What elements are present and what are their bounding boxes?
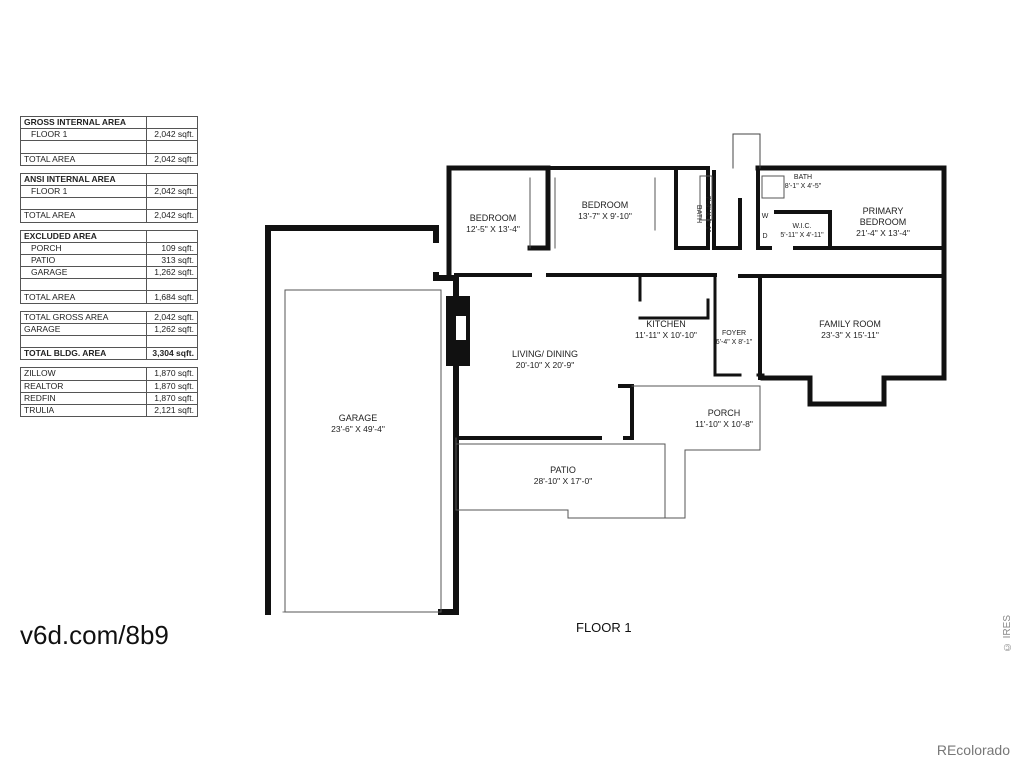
label-dryer: D bbox=[762, 233, 767, 240]
row-label: TOTAL BLDG. AREA bbox=[20, 347, 147, 361]
label-bath-2-dims: 8'-1" X 4'-5" bbox=[785, 183, 822, 190]
row-label: TOTAL AREA bbox=[20, 152, 147, 166]
table-row bbox=[20, 278, 198, 292]
label-bath-1-dims: 7'-3" X 6'-1" bbox=[704, 196, 711, 233]
brand-watermark: REcolorado bbox=[936, 742, 1010, 758]
label-bath-2: BATH bbox=[794, 174, 812, 181]
row-label: TRULIA bbox=[20, 403, 147, 418]
label-primary-2: BEDROOM bbox=[860, 217, 907, 227]
tour-url[interactable]: v6d.com/8b9 bbox=[20, 620, 169, 650]
north-wall-mid bbox=[546, 166, 710, 250]
row-value: 2,042 sqft. bbox=[146, 209, 198, 223]
north-wall-right bbox=[755, 165, 947, 407]
row-value: 1,684 sqft. bbox=[146, 290, 198, 304]
label-primary: PRIMARY bbox=[863, 206, 904, 216]
label-kitchen-dims: 11'-11" X 10'-10" bbox=[635, 330, 697, 340]
row-label: TOTAL AREA bbox=[20, 209, 147, 223]
label-living-dining-dims: 20'-10" X 20'-9" bbox=[516, 360, 574, 370]
label-kitchen: KITCHEN bbox=[646, 319, 686, 329]
label-wic-dims: 5'-11" X 4'-11" bbox=[780, 232, 824, 239]
label-washer: W bbox=[762, 213, 769, 220]
label-bedroom-1: BEDROOM bbox=[470, 213, 517, 223]
walls bbox=[265, 133, 947, 615]
label-bedroom-1-dims: 12'-5" X 13'-4" bbox=[466, 224, 520, 234]
label-porch: PORCH bbox=[708, 408, 741, 418]
garage-slab bbox=[284, 289, 442, 613]
kitchen-walls bbox=[638, 273, 710, 320]
living-south-wall bbox=[454, 384, 634, 440]
label-wic: W.I.C. bbox=[792, 223, 811, 230]
floor-label: FLOOR 1 bbox=[576, 620, 632, 635]
label-patio-dims: 28'-10" X 17'-0" bbox=[534, 476, 592, 486]
label-garage: GARAGE bbox=[339, 413, 378, 423]
label-patio: PATIO bbox=[550, 465, 576, 475]
porch-outline bbox=[567, 385, 761, 519]
label-bedroom-2: BEDROOM bbox=[582, 200, 629, 210]
row-value: 2,121 sqft. bbox=[146, 403, 198, 418]
label-living-dining: LIVING/ DINING bbox=[512, 349, 578, 359]
label-foyer-dims: 6'-4" X 8'-1" bbox=[716, 339, 753, 346]
label-family-room: FAMILY ROOM bbox=[819, 319, 881, 329]
tub bbox=[699, 175, 713, 221]
room-labels: BEDROOM 12'-5" X 13'-4" BEDROOM 13'-7" X… bbox=[331, 174, 910, 486]
bath-wall bbox=[674, 170, 742, 250]
label-bath-1: BATH bbox=[695, 205, 702, 223]
garage-walls bbox=[265, 225, 459, 615]
row-value: 2,042 sqft. bbox=[146, 152, 198, 166]
label-bedroom-2-dims: 13'-7" X 9'-10" bbox=[578, 211, 632, 221]
north-wall-left bbox=[446, 165, 551, 251]
foyer-walls bbox=[713, 276, 765, 377]
fireplace-inner bbox=[456, 316, 466, 340]
chimney bbox=[732, 133, 761, 169]
row-value: 3,304 sqft. bbox=[146, 347, 198, 361]
primary-wall bbox=[756, 166, 946, 250]
label-garage-dims: 23'-6" X 49'-4" bbox=[331, 424, 385, 434]
watermark: © IRES bbox=[1002, 615, 1013, 653]
closet-lines bbox=[529, 177, 656, 249]
label-porch-dims: 11'-10" X 10'-8" bbox=[695, 419, 753, 429]
label-primary-dims: 21'-4" X 13'-4" bbox=[856, 228, 910, 238]
label-family-room-dims: 23'-3" X 15'-11" bbox=[821, 330, 879, 340]
primary-tub bbox=[761, 175, 785, 199]
label-foyer: FOYER bbox=[722, 330, 746, 337]
patio-outline bbox=[455, 437, 666, 519]
